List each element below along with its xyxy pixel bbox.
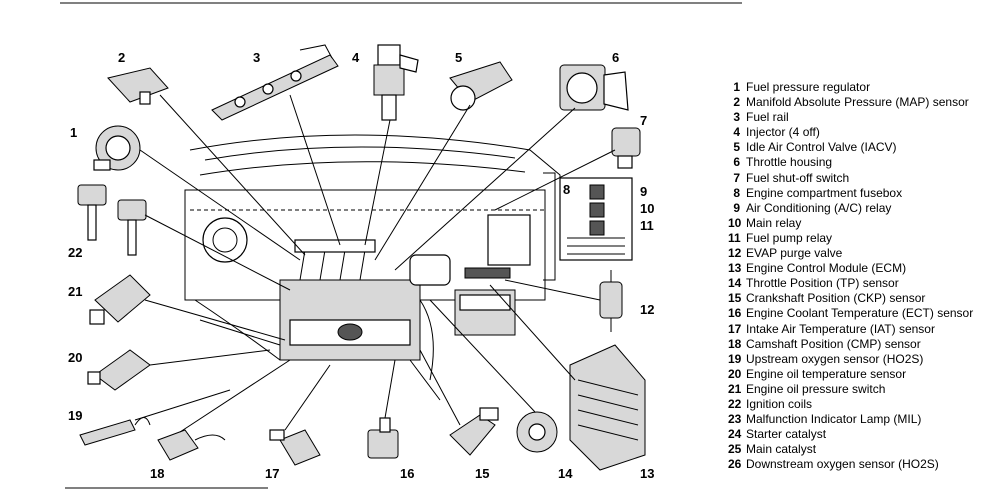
part-5-iacv [449,61,513,111]
callout-9: 9 [640,184,647,199]
callout-15: 15 [475,466,489,481]
part-12-evap-purge-valve [599,270,623,332]
callout-17: 17 [265,466,279,481]
ecm-bracket [487,214,531,266]
callout-6: 6 [612,50,619,65]
callout-labels: 1 2 3 4 5 6 7 8 9 10 11 12 13 14 15 16 1… [68,50,654,481]
callout-8: 8 [563,182,570,197]
callout-5: 5 [455,50,462,65]
part-22-ignition-coils [77,184,147,256]
callout-3: 3 [253,50,260,65]
part-4-injector [373,44,419,121]
callout-11: 11 [640,218,654,233]
callout-10: 10 [640,201,654,216]
fusebox-panel [543,172,633,281]
callout-18: 18 [150,466,164,481]
callout-14: 14 [558,466,573,481]
part-6-throttle-housing [559,64,629,111]
leader-lines [134,94,616,433]
part-13-ecm [569,344,646,471]
part-7-fuel-shut-off-switch [611,127,641,169]
part-20-oil-temp-sensor [87,349,151,391]
callout-4: 4 [352,50,360,65]
part-2-map-sensor [107,67,169,105]
part-3-fuel-rail [211,44,339,121]
callout-16: 16 [400,466,414,481]
callout-21: 21 [68,284,82,299]
part-18-cmp-sensor [157,429,226,461]
part-16-ect-sensor [367,417,399,459]
part-15-ckp-sensor [449,407,499,456]
callout-7: 7 [640,113,647,128]
coolant-reservoir [202,217,248,263]
callout-1: 1 [70,125,77,140]
part-17-iat-sensor [269,429,321,466]
part-21-oil-pressure-switch [89,274,151,325]
part-1-fuel-pressure-regulator [93,125,141,171]
part-19-upstream-oxygen-sensor [79,417,151,446]
part-14-tp-sensor [516,411,558,453]
logo-badge [337,323,363,341]
callout-22: 22 [68,245,82,260]
callout-2: 2 [118,50,125,65]
engine-bay-illustration [184,134,561,401]
callout-20: 20 [68,350,82,365]
callout-19: 19 [68,408,82,423]
callout-13: 13 [640,466,654,481]
callout-12: 12 [640,302,654,317]
